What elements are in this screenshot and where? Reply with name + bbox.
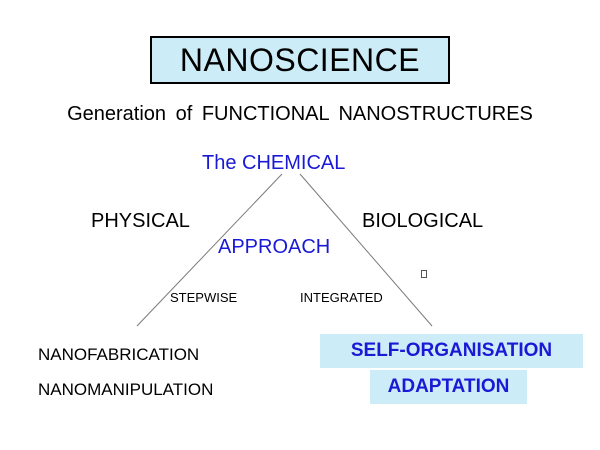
page-title: NANOSCIENCE xyxy=(179,41,421,78)
left-item-nanofabrication: NANOFABRICATION xyxy=(38,345,200,364)
approach-label: APPROACH xyxy=(218,236,331,258)
title-box: NANOSCIENCE xyxy=(150,36,450,84)
left-item-nanomanipulation: NANOMANIPULATION xyxy=(38,380,214,399)
triangle-right-edge xyxy=(299,173,433,327)
physical-label: PHYSICAL xyxy=(91,210,190,232)
highlight-self-organisation: SELF-ORGANISATION xyxy=(320,334,583,368)
highlight-adaptation: ADAPTATION xyxy=(370,370,527,404)
right-item-adaptation: ADAPTATION xyxy=(387,376,510,397)
biological-label: BIOLOGICAL xyxy=(362,210,484,232)
small-marker-icon xyxy=(421,270,427,278)
triangle-left-edge xyxy=(136,173,283,327)
apex-label: The CHEMICAL xyxy=(202,152,346,174)
subtitle: Generation of FUNCTIONAL NANOSTRUCTURES xyxy=(67,103,533,125)
stepwise-label: STEPWISE xyxy=(170,290,238,305)
right-item-self-organisation: SELF-ORGANISATION xyxy=(350,340,553,361)
integrated-label: INTEGRATED xyxy=(300,290,383,305)
